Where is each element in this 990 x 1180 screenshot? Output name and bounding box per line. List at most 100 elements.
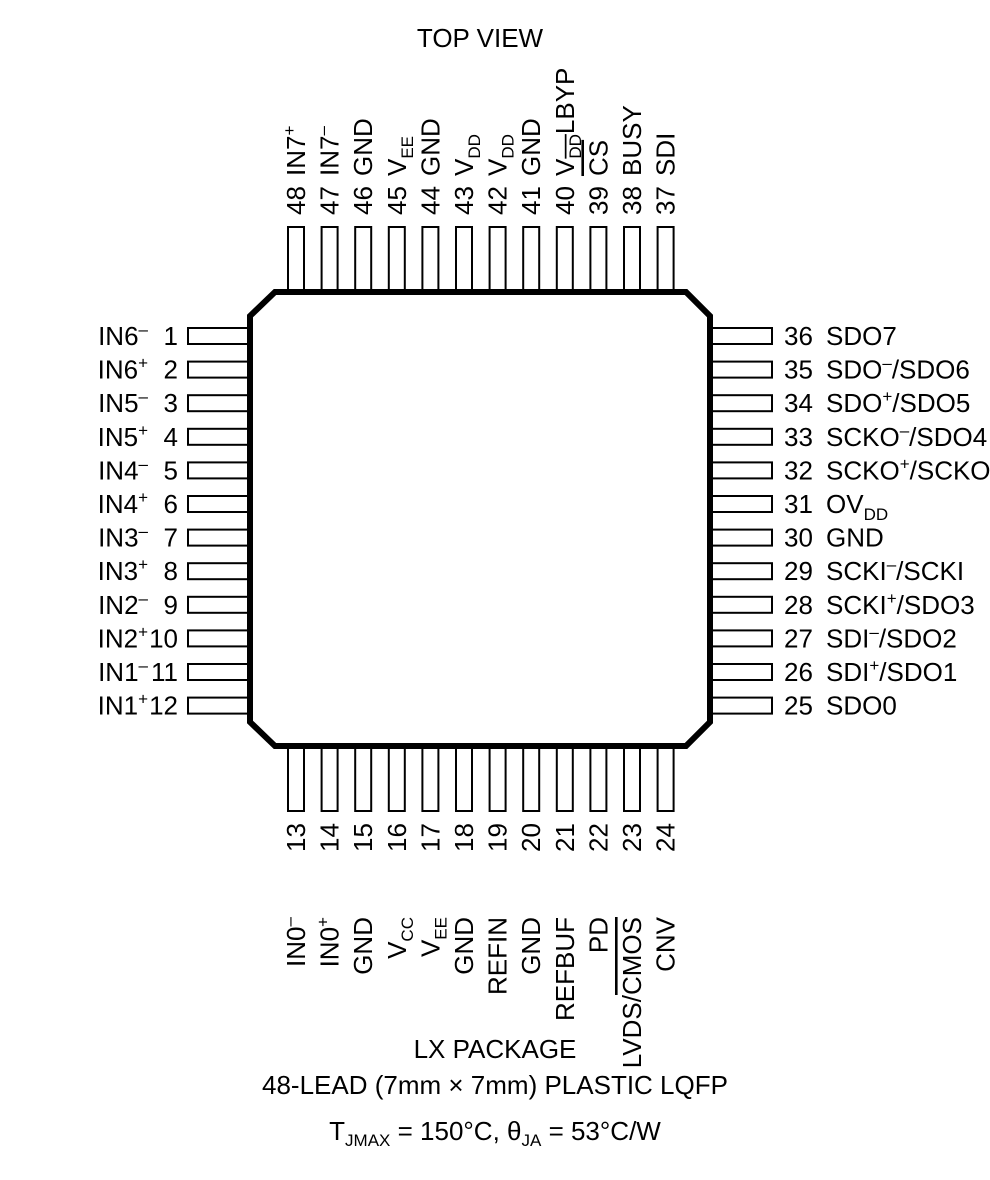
pin-lead-9 <box>187 595 251 614</box>
pin-lead-2 <box>187 360 251 379</box>
tj-subscript: JMAX <box>345 1131 391 1151</box>
pin-lead-37 <box>656 226 675 293</box>
pin-number-23: 23 <box>617 823 647 852</box>
pin-lead-13 <box>287 745 305 812</box>
theta-label: θ <box>507 1116 522 1146</box>
pin-name-21: REFBUF <box>550 917 580 1021</box>
pin-number-1: 1 <box>164 321 178 351</box>
pin-lead-23 <box>623 745 641 812</box>
pin-name-29: SCKI–/SCKI <box>826 555 964 586</box>
pin-name-26: SDI+/SDO1 <box>826 656 957 687</box>
pin-number-7: 7 <box>164 523 178 553</box>
pin-name-37: SDI <box>651 133 681 176</box>
pin-lead-1 <box>187 327 251 345</box>
pin-lead-12 <box>187 696 251 715</box>
pin-lead-10 <box>187 629 251 648</box>
pin-lead-3 <box>187 394 251 413</box>
pin-number-16: 16 <box>382 823 412 852</box>
pin-number-46: 46 <box>348 186 378 215</box>
pin-lead-17 <box>421 745 440 812</box>
pin-name-43: VDD <box>449 134 484 176</box>
pin-name-33: SCKO–/SDO4 <box>826 421 987 452</box>
pin-name-12: IN1+ <box>98 690 148 721</box>
pin-number-24: 24 <box>651 823 681 852</box>
pin-name-44: GND <box>415 118 445 176</box>
pin-name-39: CS <box>583 140 613 176</box>
pin-lead-5 <box>187 461 251 480</box>
pin-lead-16 <box>387 745 406 812</box>
pin-lead-21 <box>555 745 574 812</box>
pin-name-42: VDD <box>483 134 518 176</box>
pin-number-27: 27 <box>784 623 813 653</box>
pin-lead-40 <box>555 226 574 293</box>
pin-number-21: 21 <box>550 823 580 852</box>
tj-label: T <box>329 1116 346 1146</box>
pin-number-44: 44 <box>415 186 445 215</box>
pin-name-47: IN7– <box>314 126 345 176</box>
pin-lead-31 <box>709 495 773 513</box>
top-view-title: TOP VIEW <box>417 23 544 53</box>
pin-number-6: 6 <box>164 489 178 519</box>
pin-number-15: 15 <box>348 823 378 852</box>
pin-name-30: GND <box>826 523 884 553</box>
pin-name-10: IN2+ <box>98 622 148 653</box>
pin-name-4: IN5+ <box>98 421 148 452</box>
pin-number-14: 14 <box>315 823 345 852</box>
pin-name-7: IN3– <box>98 522 148 553</box>
pin-lead-26 <box>709 663 773 681</box>
pin-number-13: 13 <box>281 823 311 852</box>
pin-name-9: IN2– <box>98 589 148 620</box>
package-description: 48-LEAD (7mm × 7mm) PLASTIC LQFP <box>262 1070 728 1100</box>
pin-name-23: LVDS/CMOS <box>617 917 647 1068</box>
pin-number-17: 17 <box>415 823 445 852</box>
pin-lead-41 <box>522 226 541 293</box>
pin-lead-7 <box>187 528 251 547</box>
pin-lead-18 <box>455 745 473 812</box>
pin-name-27: SDI–/SDO2 <box>826 622 957 653</box>
pin-number-2: 2 <box>164 355 178 385</box>
pin-lead-42 <box>488 226 507 293</box>
pin-lead-29 <box>709 562 773 581</box>
package-body <box>247 289 713 749</box>
pin-lead-38 <box>623 226 641 293</box>
pin-name-18: GND <box>449 917 479 975</box>
pin-number-4: 4 <box>164 422 178 452</box>
pin-lead-33 <box>709 427 773 446</box>
pin-lead-27 <box>709 629 773 648</box>
pin-name-3: IN5– <box>98 387 148 418</box>
pin-number-20: 20 <box>516 823 546 852</box>
tj-value: = 150°C, <box>390 1116 508 1146</box>
pin-lead-47 <box>320 226 339 293</box>
pin-lead-43 <box>455 226 473 293</box>
pin-name-38: BUSY <box>617 105 647 176</box>
pin-number-41: 41 <box>516 186 546 215</box>
pin-lead-4 <box>187 427 251 446</box>
pin-lead-24 <box>656 745 675 812</box>
pin-lead-39 <box>589 226 608 293</box>
pin-name-2: IN6+ <box>98 354 148 385</box>
pin-lead-14 <box>320 745 339 812</box>
pin-group: 1IN6–2IN6+3IN5–4IN5+5IN4–6IN4+7IN3–8IN3+… <box>98 68 990 1069</box>
pin-lead-25 <box>709 696 773 715</box>
pin-number-18: 18 <box>449 823 479 852</box>
pin-lead-6 <box>187 495 251 513</box>
pin-lead-22 <box>589 745 608 812</box>
pin-number-32: 32 <box>784 455 813 485</box>
pin-name-5: IN4– <box>98 454 148 485</box>
pin-lead-46 <box>354 226 373 293</box>
pin-number-42: 42 <box>483 186 513 215</box>
pin-lead-19 <box>488 745 507 812</box>
pin-lead-28 <box>709 595 773 614</box>
pin-number-30: 30 <box>784 523 813 553</box>
pin-name-31: OVDD <box>826 489 888 524</box>
pin-name-45: VEE <box>382 136 417 176</box>
pin-number-45: 45 <box>382 186 412 215</box>
pin-number-12: 12 <box>149 691 178 721</box>
pin-lead-36 <box>709 327 773 345</box>
pin-name-19: REFIN <box>483 917 513 995</box>
pin-name-40: VDDLBYP <box>550 68 585 176</box>
pin-name-20: GND <box>516 917 546 975</box>
pin-lead-20 <box>522 745 541 812</box>
